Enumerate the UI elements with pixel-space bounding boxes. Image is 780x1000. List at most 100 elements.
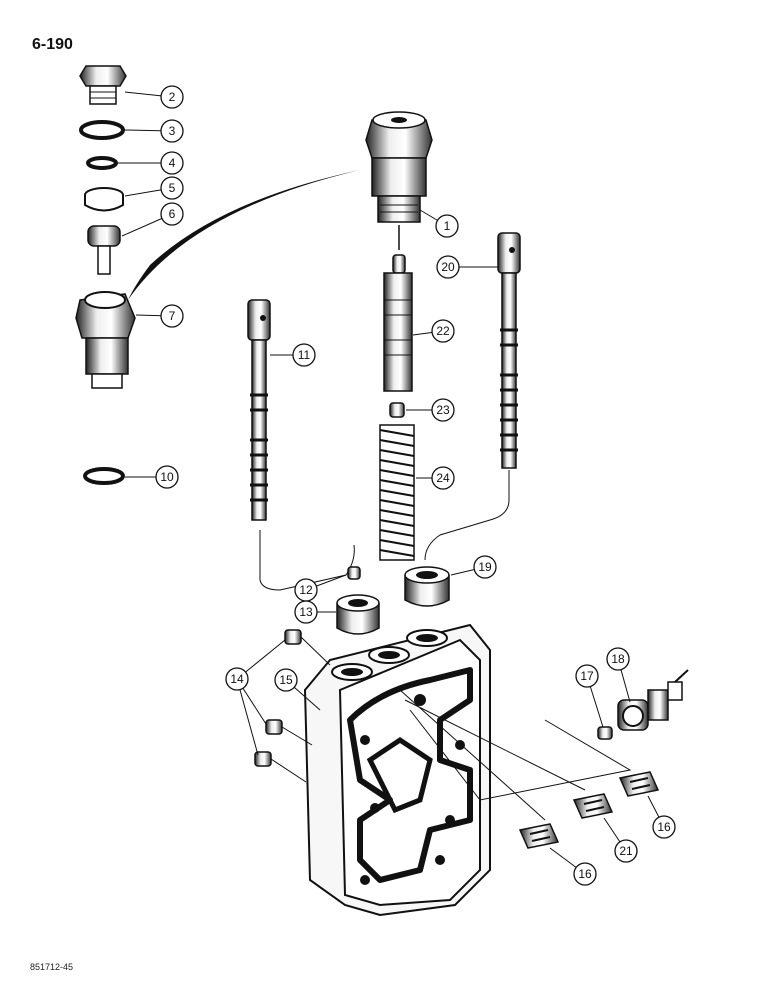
callout-number: 15 — [279, 673, 293, 687]
callout-18: 18 — [606, 647, 631, 703]
switch-part-18 — [617, 669, 689, 731]
callout-16: 16 — [647, 795, 676, 839]
callout-circle — [274, 668, 298, 692]
valve-body-part-15 — [303, 623, 491, 917]
callout-circle — [292, 343, 316, 367]
plug-part-23 — [389, 402, 405, 418]
callout-11: 11 — [270, 343, 316, 367]
callout-number: 19 — [478, 560, 492, 574]
callout-circle — [575, 664, 599, 688]
callout-circle — [614, 839, 638, 863]
callout-number: 7 — [169, 309, 176, 323]
callout-number: 2 — [169, 90, 176, 104]
callout-circle — [435, 214, 459, 238]
callout-1: 1 — [419, 209, 459, 238]
o-ring-part-3 — [79, 120, 125, 140]
callout-circle — [155, 465, 179, 489]
callout-circle — [294, 600, 318, 624]
callout-number: 17 — [580, 669, 594, 683]
callout-6: 6 — [121, 202, 184, 237]
callout-circle — [436, 255, 460, 279]
o-ring-part-4 — [86, 156, 118, 170]
screen-part-21 — [572, 793, 614, 819]
callout-12: 12 — [294, 574, 347, 602]
callout-circle — [160, 202, 184, 226]
callout-circle — [652, 815, 676, 839]
callout-20: 20 — [436, 255, 498, 279]
callout-21: 21 — [603, 817, 638, 863]
callout-number: 20 — [441, 260, 455, 274]
spring-part-24 — [379, 424, 415, 561]
callout-circle — [606, 647, 630, 671]
callout-23: 23 — [406, 398, 455, 422]
plug-part-2 — [79, 65, 127, 105]
callout-4: 4 — [118, 151, 184, 175]
callout-number: 24 — [436, 471, 450, 485]
figure-code: 851712-45 — [30, 962, 74, 972]
callout-number: 16 — [657, 820, 671, 834]
callout-circle — [573, 862, 597, 886]
callout-number: 21 — [619, 844, 633, 858]
callout-5: 5 — [124, 176, 184, 200]
poppet-part-6 — [87, 225, 121, 275]
callout-circle — [160, 151, 184, 175]
callout-circle — [431, 398, 455, 422]
spool-part-11 — [247, 299, 271, 521]
callout-number: 1 — [444, 219, 451, 233]
washer-part-5 — [84, 187, 124, 212]
screen-part-16-upper — [618, 771, 660, 797]
callout-number: 13 — [299, 605, 313, 619]
guide-line-screens — [399, 689, 632, 821]
spool-part-20 — [497, 232, 521, 469]
callout-number: 5 — [169, 181, 176, 195]
callout-leader-line — [236, 678, 259, 756]
callout-10: 10 — [125, 465, 179, 489]
callout-22: 22 — [412, 319, 455, 343]
callout-number: 3 — [169, 124, 176, 138]
callout-circle — [431, 319, 455, 343]
callout-19: 19 — [450, 555, 497, 579]
screen-part-16-lower — [518, 823, 560, 849]
sleeve-part-13 — [336, 594, 380, 635]
callout-3: 3 — [124, 119, 184, 143]
callout-number: 4 — [169, 156, 176, 170]
callout-number: 22 — [436, 324, 450, 338]
plug-part-12 — [347, 566, 361, 580]
plug-part-14a — [284, 629, 331, 666]
callout-17: 17 — [575, 664, 604, 728]
callout-7: 7 — [135, 304, 184, 328]
o-ring-part-10 — [83, 467, 125, 485]
callout-24: 24 — [416, 466, 455, 490]
callout-number: 16 — [578, 867, 592, 881]
guide-line-11 — [259, 530, 355, 591]
callout-16: 16 — [549, 847, 597, 886]
callout-15: 15 — [274, 668, 321, 711]
callout-14: 14 — [225, 639, 286, 756]
callout-number: 23 — [436, 403, 450, 417]
callout-number: 12 — [299, 583, 313, 597]
callout-circle — [160, 85, 184, 109]
plug-part-17 — [597, 726, 613, 740]
plug-part-14b — [265, 719, 313, 746]
callout-number: 6 — [169, 207, 176, 221]
sleeve-part-19 — [404, 566, 450, 607]
fitting-part-1 — [365, 111, 433, 223]
callout-circle — [160, 119, 184, 143]
callout-number: 14 — [230, 672, 244, 686]
callout-circle — [225, 667, 249, 691]
callout-circle — [473, 555, 497, 579]
spool-part-22 — [383, 254, 413, 392]
plug-part-14c — [254, 751, 307, 783]
housing-part-7 — [75, 291, 136, 389]
callout-circle — [160, 304, 184, 328]
callout-circle — [431, 466, 455, 490]
callout-circle — [160, 176, 184, 200]
page-number: 6-190 — [32, 36, 73, 53]
callout-13: 13 — [294, 600, 336, 624]
callout-number: 11 — [298, 348, 311, 362]
callout-number: 10 — [160, 470, 174, 484]
guide-line-20 — [424, 470, 510, 561]
callout-2: 2 — [124, 85, 184, 109]
callout-number: 18 — [611, 652, 625, 666]
